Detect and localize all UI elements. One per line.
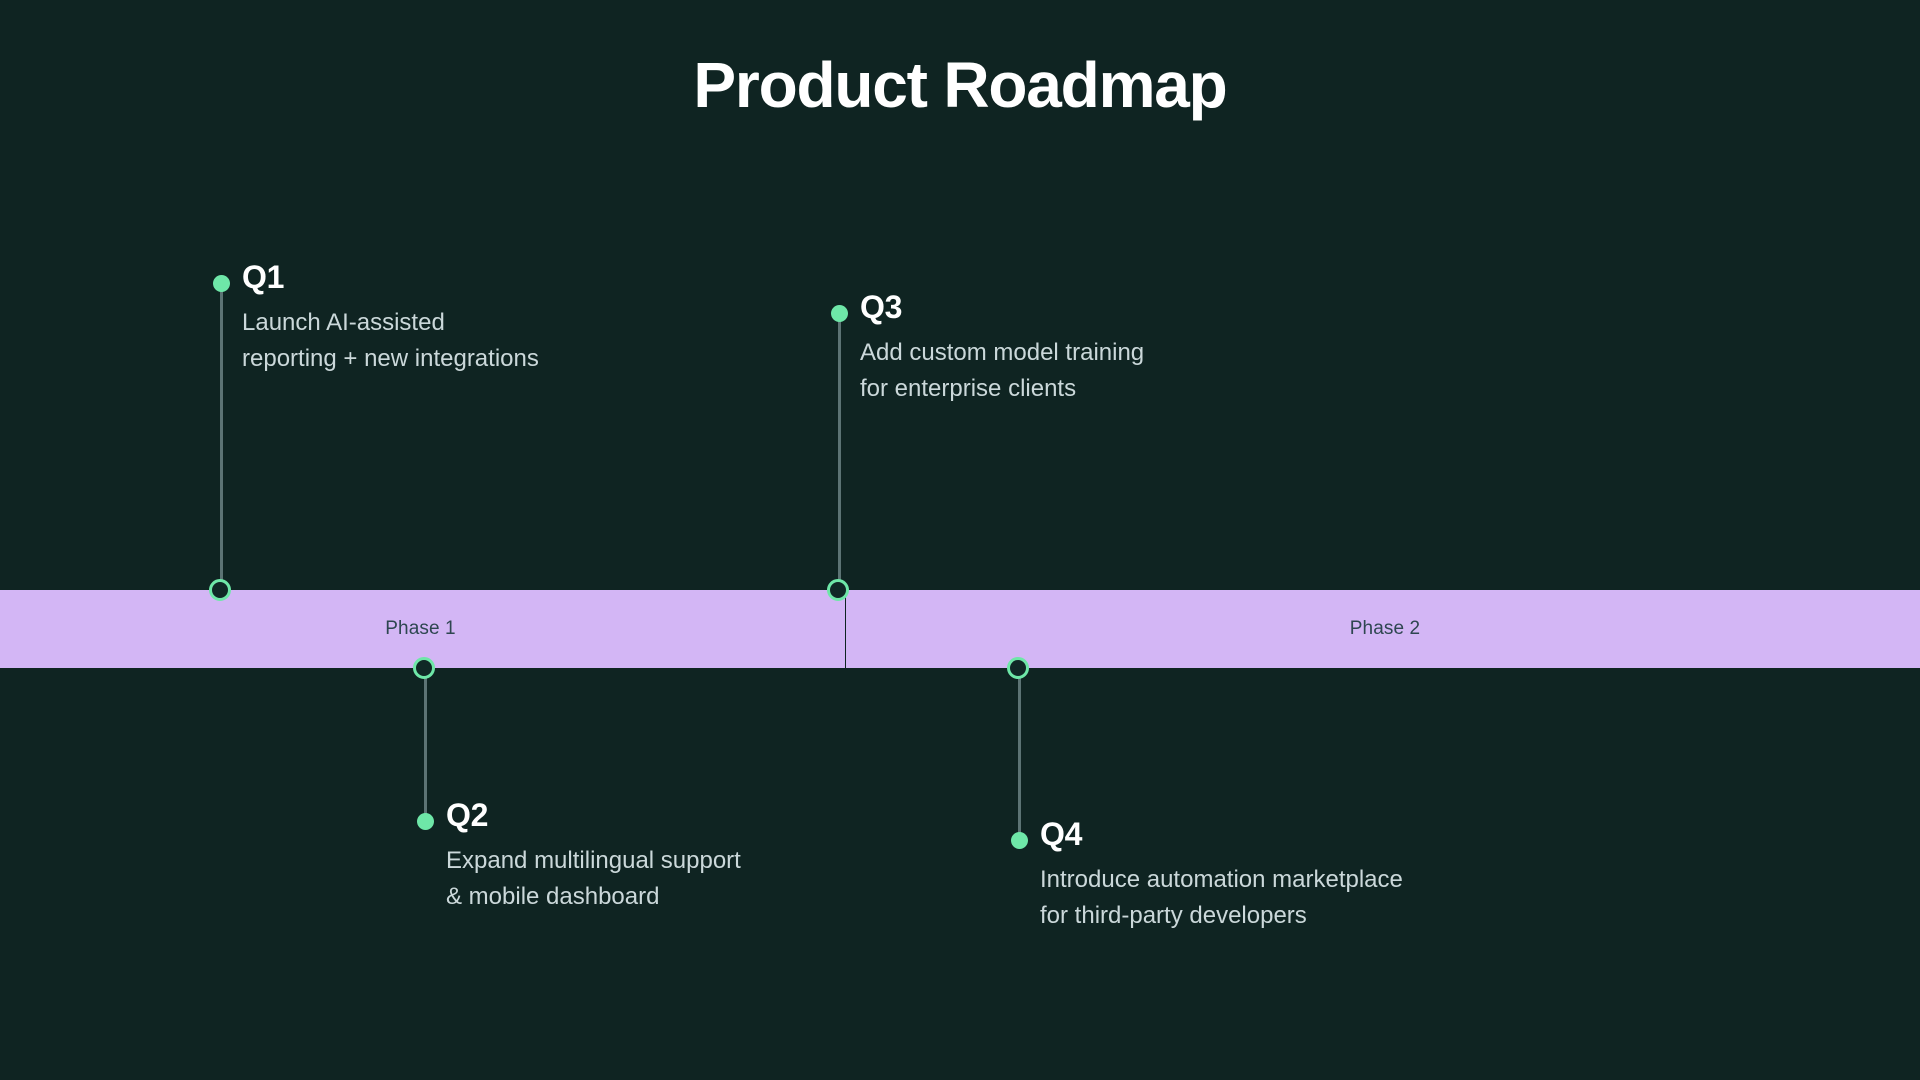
milestone-quarter-q3: Q3 <box>860 289 903 325</box>
milestone-text-q2: Q2 Expand multilingual support & mobile … <box>446 799 741 916</box>
milestone-text-q4: Q4 Introduce automation marketplace for … <box>1040 818 1403 935</box>
phase-label-1: Phase 1 <box>385 618 456 639</box>
milestone-desc-q4: Introduce automation marketplace for thi… <box>1040 862 1403 935</box>
milestone-dot-icon-q2 <box>417 813 434 830</box>
phase-band: Phase 1 Phase 2 <box>0 590 1920 668</box>
milestone-desc-q1-line2: reporting + new integrations <box>242 345 539 373</box>
milestone-quarter-q4: Q4 <box>1040 816 1083 852</box>
connector-line-q1 <box>220 283 223 590</box>
milestone-dot-icon-q4 <box>1011 832 1028 849</box>
connector-line-q4 <box>1018 668 1021 840</box>
milestone-desc-q1: Launch AI-assisted reporting + new integ… <box>242 305 539 378</box>
milestone-dot-icon-q1 <box>213 275 230 292</box>
milestone-desc-q3-line2: for enterprise clients <box>860 375 1077 403</box>
milestone-desc-q4-line2: for third-party developers <box>1040 902 1307 930</box>
milestone-dot-icon-q3 <box>831 305 848 322</box>
milestone-text-q1: Q1 Launch AI-assisted reporting + new in… <box>242 261 539 378</box>
milestone-desc-q2-line1: Expand multilingual support <box>446 847 741 874</box>
connector-line-q2 <box>424 668 427 821</box>
milestone-desc-q3: Add custom model training for enterprise… <box>860 335 1144 408</box>
phase-bar-1[interactable]: Phase 1 <box>0 590 845 668</box>
phase-bar-2[interactable]: Phase 2 <box>846 590 1920 668</box>
milestone-ring-icon-q4 <box>1007 657 1029 679</box>
page-title: Product Roadmap <box>693 49 1227 121</box>
milestone-desc-q4-line1: Introduce automation marketplace <box>1040 866 1403 893</box>
milestone-desc-q1-line1: Launch AI-assisted <box>242 309 445 336</box>
milestone-ring-icon-q1 <box>209 579 231 601</box>
milestone-desc-q3-line1: Add custom model training <box>860 339 1145 366</box>
connector-line-q3 <box>838 313 841 590</box>
milestone-text-q3: Q3 Add custom model training for enterpr… <box>860 291 1144 408</box>
milestone-desc-q2: Expand multilingual support & mobile das… <box>446 843 741 916</box>
phase-label-2: Phase 2 <box>1349 618 1421 639</box>
milestone-ring-icon-q2 <box>413 657 435 679</box>
milestone-quarter-q2: Q2 <box>446 797 489 833</box>
milestone-ring-icon-q3 <box>827 579 849 601</box>
milestone-quarter-q1: Q1 <box>242 259 285 295</box>
milestone-desc-q2-line2: & mobile dashboard <box>446 883 660 911</box>
